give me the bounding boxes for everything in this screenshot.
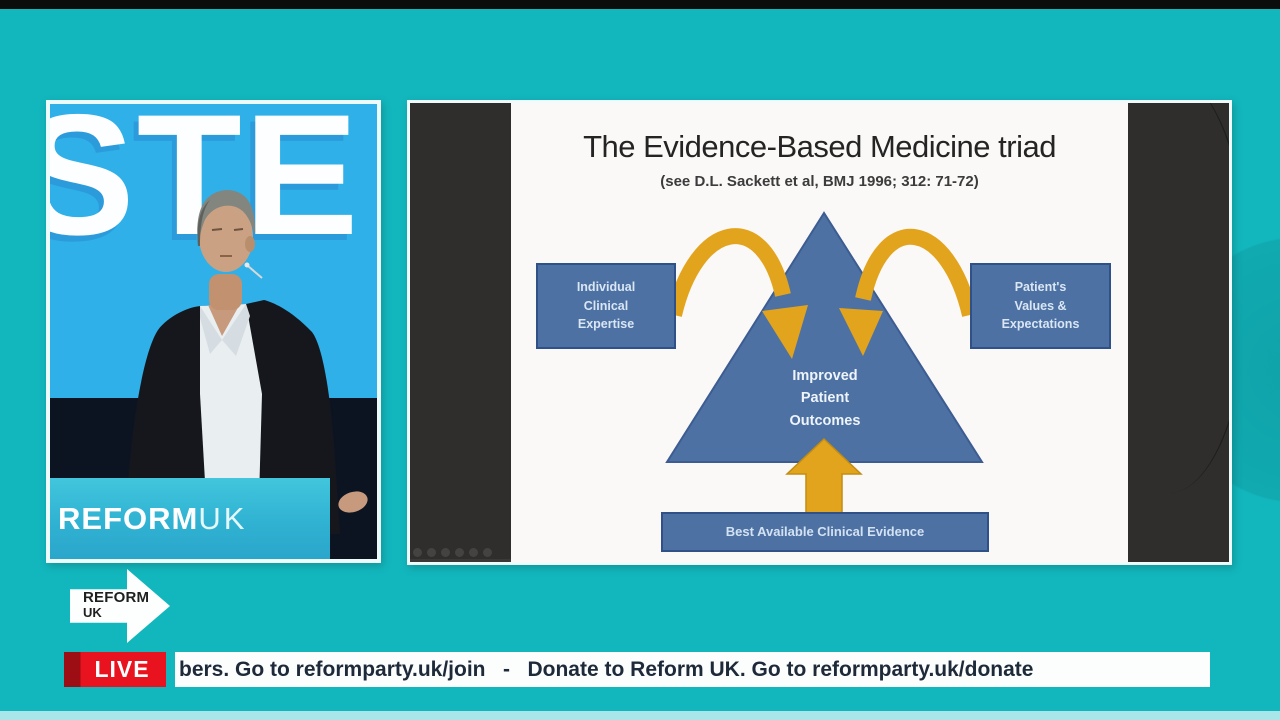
badge-reform-text: REFORM [83,589,150,606]
slide-title: The Evidence-Based Medicine triad [583,129,1056,164]
triad-diagram [665,211,984,514]
badge-label: REFORM UK [83,590,149,619]
speaker-video-panel: STE [46,100,381,563]
slide-right-dark-panel [1128,103,1229,562]
live-label: LIVE [94,656,150,682]
box-best-available-clinical-evidence: Best Available Clinical Evidence [661,512,989,552]
slide-citation: (see D.L. Sackett et al, BMJ 1996; 312: … [660,173,979,190]
news-ticker: bers. Go to reformparty.uk/join - Donate… [175,652,1210,687]
podium-logo-reform: REFORM [58,501,199,536]
speaker-figure [125,190,368,534]
badge-uk-text: UK [83,604,102,620]
label-improved-patient-outcomes: Improved Patient Outcomes [789,368,861,429]
podium: REFORMUK [50,478,330,559]
right-curved-arrow [855,228,978,317]
slide-left-dark-panel [410,103,511,562]
live-badge: LIVE [64,652,166,687]
slide-content: The Evidence-Based Medicine triad (see D… [511,103,1128,562]
bottom-cyan-strip [0,711,1280,720]
presentation-slide-panel: The Evidence-Based Medicine triad (see D… [407,100,1232,565]
left-arrowhead [762,305,808,359]
right-arrowhead [839,308,883,356]
top-letterbox-bar [0,0,1280,9]
presenter-controls [413,546,508,558]
reformuk-arrow-badge: REFORM UK [70,562,170,650]
box-individual-clinical-expertise: Individual Clinical Expertise [536,263,676,349]
podium-reformuk-logo: REFORMUK [58,503,247,534]
left-curved-arrow [666,228,791,317]
podium-logo-uk: UK [198,501,248,536]
ticker-text: bers. Go to reformparty.uk/join - Donate… [179,657,1034,681]
